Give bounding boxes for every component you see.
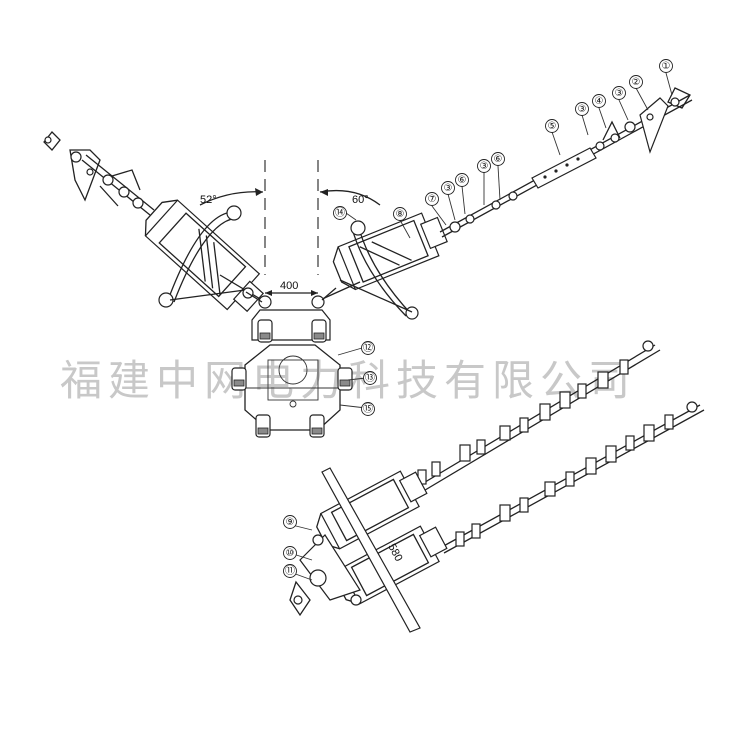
adjusting-plate — [531, 147, 597, 189]
callout-number: ⑪ — [285, 565, 295, 577]
right-string — [439, 87, 693, 238]
callout-number: ⑬ — [365, 372, 375, 384]
callout-number: ⑫ — [363, 342, 373, 354]
central-hub — [231, 287, 353, 438]
callout-bubble — [612, 86, 626, 100]
callout-number: ⑧ — [396, 209, 405, 220]
callout-bubble — [455, 173, 469, 187]
callout-number: ⑩ — [286, 548, 295, 559]
right-arc-ball — [350, 220, 366, 236]
callout-number: ③ — [480, 161, 489, 172]
vertical-bar — [321, 467, 421, 633]
callout-number: ③ — [444, 183, 453, 194]
callout-number: ⑭ — [335, 207, 345, 219]
callout-bubble — [283, 515, 297, 529]
callout-number: ③ — [615, 88, 624, 99]
callout-bubble — [333, 206, 347, 220]
callout-number: ④ — [595, 96, 604, 107]
callout-bubble — [361, 341, 375, 355]
left-string — [43, 131, 155, 216]
callout-number: ③ — [578, 104, 587, 115]
callout-bubble — [361, 402, 375, 416]
callout-bubble — [425, 192, 439, 206]
spacer-clamp — [231, 319, 353, 438]
callout-bubble — [441, 181, 455, 195]
dimension-400-label: 400 — [280, 280, 298, 292]
spacer-frame — [244, 344, 341, 431]
callout-bubble — [491, 152, 505, 166]
callout-bubble — [363, 371, 377, 385]
right-angle-arc — [319, 189, 381, 206]
callout-number: ② — [632, 77, 641, 88]
callout-bubble — [629, 75, 643, 89]
left-arc-shield — [167, 211, 233, 301]
callout-bubble — [575, 102, 589, 116]
callout-number: ⑮ — [363, 403, 373, 415]
callout-bubble — [477, 159, 491, 173]
callout-number: ⑤ — [548, 121, 557, 132]
bottom-assembly: 580 — [289, 340, 705, 633]
callout-number: ⑨ — [286, 517, 295, 528]
callout-number: ⑥ — [458, 175, 467, 186]
callout-bubble — [659, 59, 673, 73]
left-insulator — [144, 199, 265, 313]
callout-bubble — [545, 119, 559, 133]
left-angle-label: 52° — [200, 194, 217, 206]
left-arc-ball — [226, 205, 242, 221]
callout-bubble — [283, 546, 297, 560]
right-insulator — [332, 212, 448, 291]
callout-bubble — [283, 564, 297, 578]
callout-bubble — [592, 94, 606, 108]
right-angle-label: 60° — [352, 194, 369, 206]
callout-number: ⑦ — [428, 194, 437, 205]
left-yoke-plate — [69, 149, 101, 202]
callout-bubble — [393, 207, 407, 221]
callout-number: ⑥ — [494, 154, 503, 165]
right-yoke-plate — [639, 97, 669, 154]
callout-number: ① — [662, 61, 671, 72]
